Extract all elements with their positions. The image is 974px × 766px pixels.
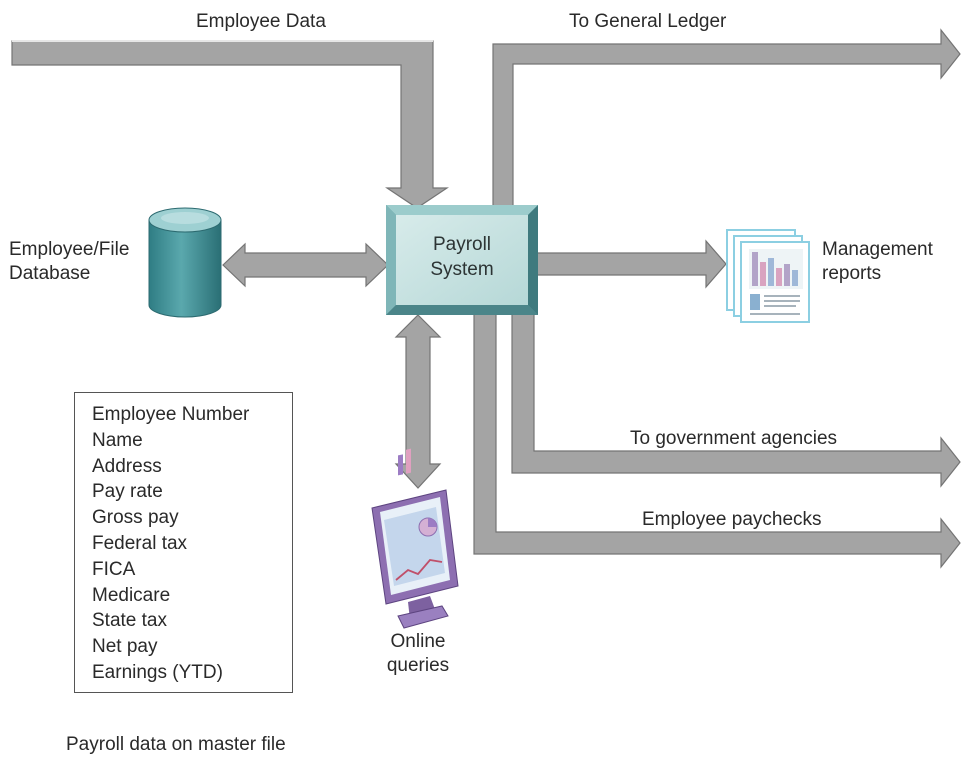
online-label-line2: queries: [386, 655, 450, 676]
employee-data-arrow: [11, 40, 449, 209]
payroll-label-line2: System: [430, 259, 494, 280]
field-item: Gross pay: [92, 507, 179, 529]
database-label-line2: Database: [9, 263, 91, 284]
general-ledger-label: To General Ledger: [569, 11, 727, 32]
reports-icon: [726, 229, 810, 323]
field-item: Earnings (YTD): [92, 661, 223, 683]
field-item: Medicare: [92, 584, 171, 606]
government-arrow: [511, 311, 961, 488]
master-file-box: [74, 392, 293, 693]
field-item: Pay rate: [92, 481, 163, 503]
field-item: Net pay: [92, 636, 158, 658]
database-icon: [148, 207, 222, 318]
management-reports-arrow: [534, 239, 727, 289]
field-item: Name: [92, 429, 143, 451]
field-item: State tax: [92, 610, 167, 632]
monitor-icon: [371, 448, 459, 629]
database-label-line1: Employee/File: [9, 239, 130, 260]
payroll-system-box: [386, 205, 538, 315]
payroll-label-line1: Payroll: [432, 234, 492, 255]
government-label: To government agencies: [630, 428, 838, 449]
online-label-line1: Online: [390, 631, 446, 652]
master-file-caption: Payroll data on master file: [66, 734, 286, 755]
management-label-line1: Management: [822, 239, 933, 260]
paychecks-arrow: [473, 311, 961, 569]
field-item: FICA: [92, 558, 136, 580]
online-queries-arrow: [394, 314, 442, 489]
field-item: Employee Number: [92, 404, 250, 425]
field-item: Address: [92, 455, 162, 477]
management-label-line2: reports: [822, 263, 882, 284]
general-ledger-arrow: [492, 28, 961, 207]
employee-data-label: Employee Data: [196, 11, 326, 32]
master-file-fields: Employee Number Name Address Pay rate Gr…: [92, 402, 249, 686]
database-arrow: [222, 242, 389, 288]
field-item: Federal tax: [92, 532, 188, 554]
payroll-system-label: Payroll System: [388, 232, 536, 282]
paychecks-label: Employee paychecks: [642, 509, 822, 530]
